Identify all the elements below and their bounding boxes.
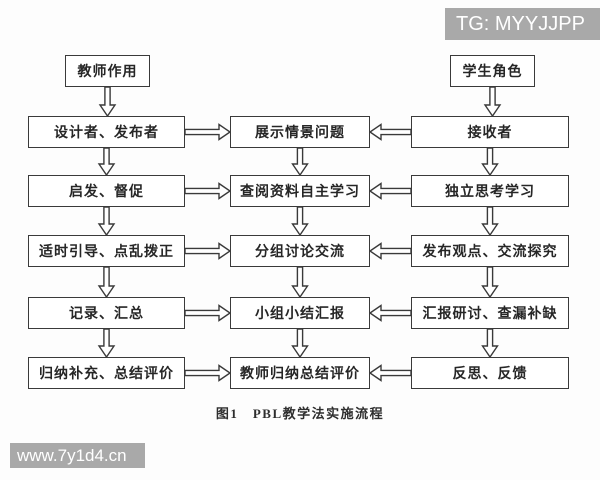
- flow-arrow-t5-p5: [184, 364, 232, 382]
- flow-node-t3: 适时引导、点乱拨正: [28, 235, 185, 267]
- flow-arrow-t4-p4: [184, 304, 232, 322]
- flow-node-t2: 启发、督促: [28, 175, 185, 207]
- flow-arrow-t3-p3: [184, 242, 232, 260]
- flow-node-student_header: 学生角色: [450, 55, 535, 87]
- flow-arrow-s3-s4: [481, 266, 499, 299]
- flow-arrow-t2-p2: [184, 182, 232, 200]
- flow-node-s3: 发布观点、交流探究: [411, 235, 569, 267]
- flow-arrow-p3-p4: [291, 266, 309, 299]
- flow-arrow-t4-t5: [97, 328, 116, 359]
- flow-node-s1: 接收者: [411, 116, 569, 148]
- flow-arrow-s3-p3: [368, 242, 412, 260]
- flow-arrow-student_header-s1: [483, 86, 502, 118]
- flow-arrow-s1-p1: [368, 123, 412, 141]
- flow-node-t4: 记录、汇总: [28, 297, 185, 329]
- flow-arrow-s1-s2: [481, 147, 499, 177]
- figure-caption: 图1 PBL教学法实施流程: [215, 406, 385, 421]
- flow-node-p3: 分组讨论交流: [230, 235, 370, 267]
- flow-node-s4: 汇报研讨、查漏补缺: [411, 297, 569, 329]
- flow-arrow-s4-s5: [481, 328, 499, 359]
- flow-arrow-s5-p5: [368, 364, 412, 382]
- flow-node-t5: 归纳补充、总结评价: [28, 357, 185, 389]
- flow-arrow-s2-s3: [481, 206, 499, 237]
- flow-arrow-t2-t3: [97, 206, 116, 237]
- flow-arrow-t1-t2: [97, 147, 116, 177]
- flow-arrow-teacher_header-t1: [98, 86, 117, 118]
- flow-arrow-p4-p5: [291, 328, 309, 359]
- flow-node-s5: 反思、反馈: [411, 357, 569, 389]
- flow-arrow-p1-p2: [291, 147, 309, 177]
- flow-node-p4: 小组小结汇报: [230, 297, 370, 329]
- flow-arrow-s2-p2: [368, 182, 412, 200]
- flow-node-teacher_header: 教师作用: [65, 55, 150, 87]
- flow-arrow-t3-t4: [97, 266, 116, 299]
- flow-node-t1: 设计者、发布者: [28, 116, 185, 148]
- flow-node-s2: 独立思考学习: [411, 175, 569, 207]
- flow-node-p2: 查阅资料自主学习: [230, 175, 370, 207]
- watermark-top-right: TG: MYYJJPP: [445, 8, 600, 40]
- flow-node-p5: 教师归纳总结评价: [230, 357, 370, 389]
- flow-node-p1: 展示情景问题: [230, 116, 370, 148]
- watermark-bottom-left: www.7y1d4.cn: [10, 443, 145, 468]
- flow-arrow-p2-p3: [291, 206, 309, 237]
- flow-arrow-t1-p1: [184, 123, 232, 141]
- flow-arrow-s4-p4: [368, 304, 412, 322]
